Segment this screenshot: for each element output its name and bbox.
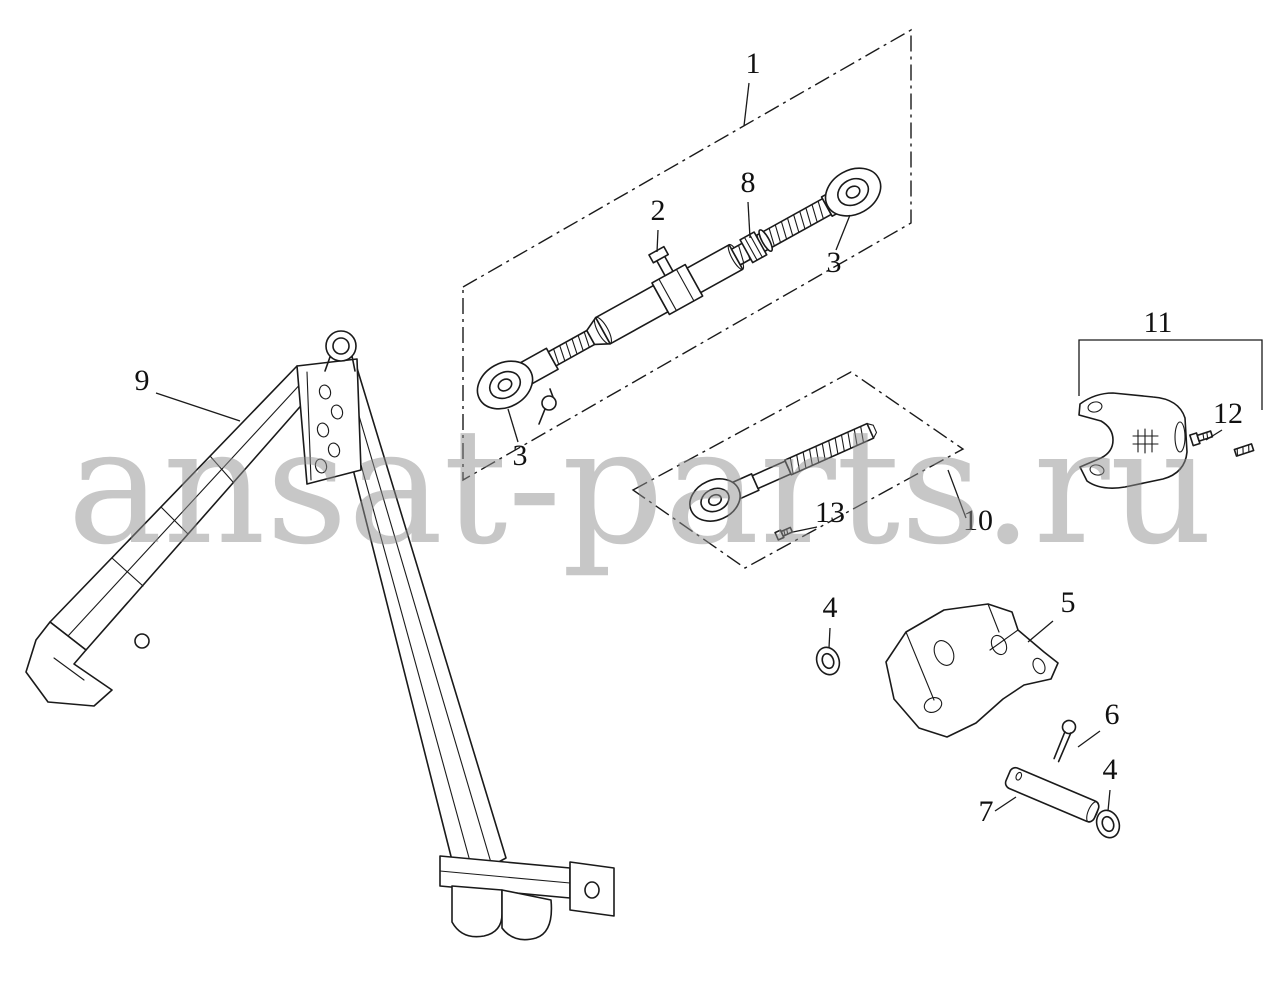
small-bolt [1189,430,1214,447]
cotter-pin [1053,719,1077,763]
rod-boundary-box [631,371,965,569]
callout-4-left: 4 [823,591,838,624]
clamp-collar [648,245,704,316]
leader-line [947,469,967,519]
callout-3-lower: 3 [513,439,528,472]
leader-line [828,627,831,649]
leader-line [994,796,1017,812]
roll-pin [1233,443,1255,457]
callout-3-upper: 3 [827,246,842,279]
leader-line [155,392,241,422]
lifting-eye [325,330,357,362]
ball-joint-end-right [824,167,882,217]
leader-line [1077,730,1101,748]
callout-11: 11 [1144,306,1173,339]
ball-joint-rod-end [689,478,741,522]
callout-12: 12 [1213,397,1243,430]
leader-line [1078,339,1263,410]
assembly-boundary-box [462,28,912,482]
left-foot [25,621,113,707]
bolt-and-roll-pin [1189,430,1255,457]
leader-line [656,229,659,253]
linch-pin [538,388,557,425]
leader-line [507,408,519,443]
callout-2: 2 [651,194,666,227]
callout-6: 6 [1105,698,1120,731]
mounting-bracket [885,603,1059,738]
watermark: ansat-parts.ru [67,393,1212,580]
callout-8: 8 [741,166,756,199]
leader-line [1027,620,1054,643]
callout-5: 5 [1061,586,1076,619]
set-screw [774,526,794,541]
callout-4-right: 4 [1103,753,1118,786]
washer-right [1095,809,1121,839]
apex-plate [296,358,362,485]
jam-nut [739,229,774,264]
three-point-hitch-frame [25,330,615,941]
top-link-turnbuckle [476,167,882,410]
threaded-rod [689,422,878,522]
clevis-pin [1004,766,1100,823]
leader-line [1107,789,1111,812]
leader-line [1205,429,1223,441]
callout-13: 13 [815,496,845,529]
callout-1: 1 [746,47,761,80]
ball-joint-end-left [476,360,534,410]
clevis-yoke [1078,392,1188,489]
leader-line [743,82,750,127]
callout-7: 7 [979,795,994,828]
washer-left [815,646,841,676]
leader-lines [155,82,1263,812]
callout-10: 10 [963,504,993,537]
leader-line [835,214,851,251]
callouts: 1 2 8 3 3 9 11 12 10 13 4 5 6 7 4 [135,47,1244,828]
callout-9: 9 [135,364,150,397]
leader-line [747,201,751,239]
leader-line [792,526,818,533]
